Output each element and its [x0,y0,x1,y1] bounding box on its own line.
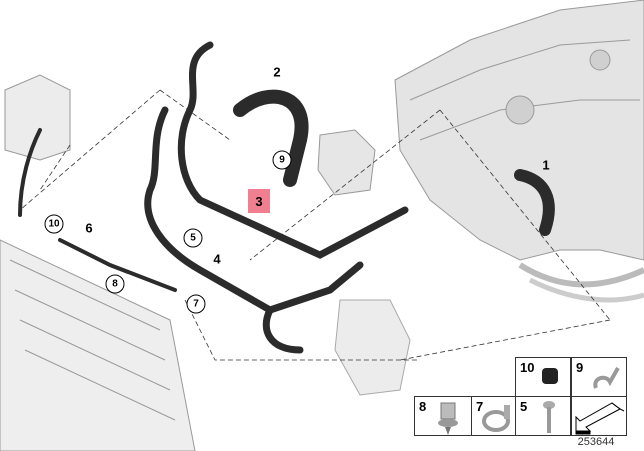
legend-item-5[interactable]: 5 [515,396,571,436]
push-clip-icon [438,402,458,435]
hose-clip-icon [593,367,620,389]
grommet-icon [542,368,558,384]
callout-8[interactable]: 8 [105,274,125,294]
image-number: 253644 [577,436,615,448]
direction-arrow-icon [575,402,625,435]
legend-item-7[interactable]: 7 [471,396,516,436]
water-pump [317,129,376,196]
callout-4[interactable]: 4 [213,251,221,267]
legend-item-9[interactable]: 9 [571,357,627,397]
legend-item-8[interactable]: 8 [414,396,472,436]
callout-2[interactable]: 2 [273,64,281,80]
hoses [18,41,555,354]
legend-item-arrow[interactable] [571,396,627,436]
leader-lines [19,89,611,361]
callout-1[interactable]: 1 [542,157,550,173]
radiator [0,239,196,451]
expansion-tank [4,74,71,161]
callout-3-highlighted[interactable]: 3 [248,189,270,213]
callout-6[interactable]: 6 [85,220,93,236]
callout-7[interactable]: 7 [186,294,206,314]
engine-block [394,0,644,261]
callout-9[interactable]: 9 [272,150,292,170]
electric-pump [334,299,411,396]
callout-5[interactable]: 5 [183,228,203,248]
hose-clamp-icon [482,405,510,432]
callout-10[interactable]: 10 [44,214,64,234]
legend-item-10[interactable]: 10 [515,357,571,397]
screw-icon [543,401,555,433]
